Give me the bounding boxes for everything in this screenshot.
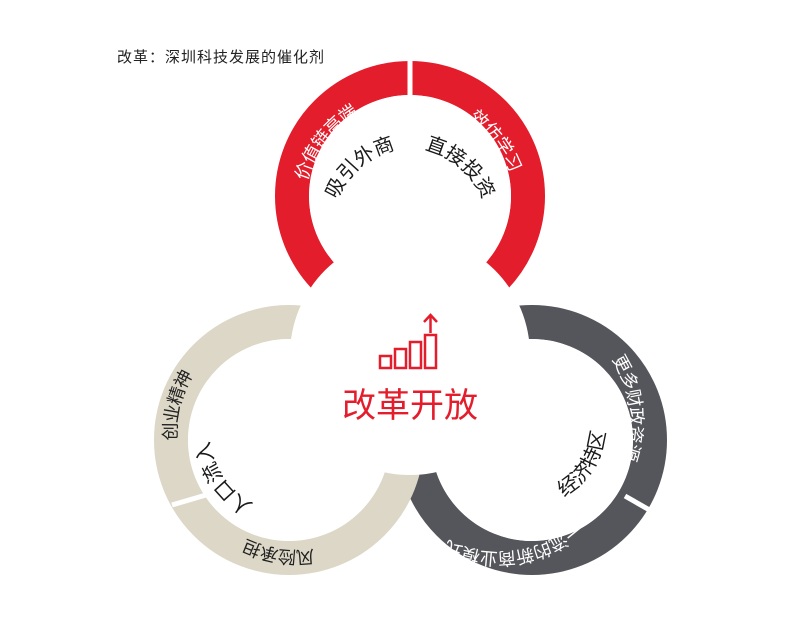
rising-bar-chart-arrow-icon	[378, 313, 438, 370]
center-label: 改革开放	[342, 386, 478, 426]
page-title: 改革：深圳科技发展的催化剂	[117, 48, 326, 66]
